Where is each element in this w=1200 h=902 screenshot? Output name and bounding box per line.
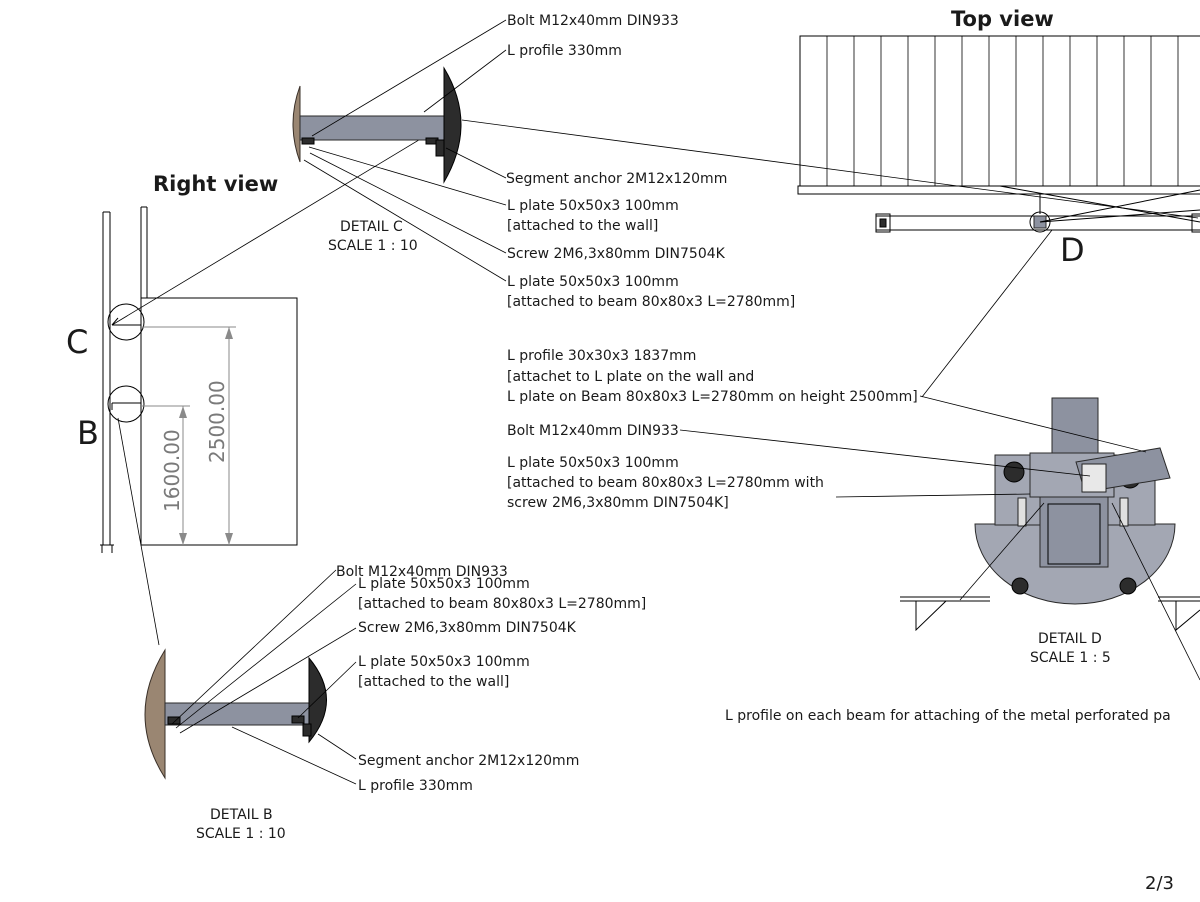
detail-b-wall-section: [144, 648, 166, 780]
detail-d-bolt-head: [1081, 463, 1107, 493]
detail-b-bolt-left: [167, 716, 181, 725]
detail-b: DETAIL B SCALE 1 : 10 Bolt M12x40mm DIN9…: [144, 564, 646, 842]
diagonal-brace-2: [1039, 209, 1200, 223]
marker-d: D: [1060, 231, 1085, 269]
detail-b-caption: DETAIL B: [210, 807, 273, 823]
detail-b-scale: SCALE 1 : 10: [196, 826, 286, 842]
dimension-2500: 2500.00: [141, 326, 236, 545]
detail-c-anchor-label: Segment anchor 2M12x120mm: [506, 171, 727, 187]
top-beam: [797, 185, 1200, 195]
detail-c-beam-plate-note: [attached to beam 80x80x3 L=2780mm]: [507, 294, 795, 310]
detail-b-bolt-label: Bolt M12x40mm DIN933: [336, 564, 508, 580]
rail-end-left: [875, 213, 891, 233]
detail-d-profile-note-2: L plate on Beam 80x80x3 L=2780mm on heig…: [507, 389, 918, 405]
detail-d-bolt-label: Bolt M12x40mm DIN933: [507, 423, 679, 439]
detail-b-wall-plate-label: L plate 50x50x3 100mm: [358, 654, 530, 670]
detail-c-beam-plate-label: L plate 50x50x3 100mm: [507, 274, 679, 290]
panel-ribs: [826, 36, 1179, 186]
detail-c-screw-label: Screw 2M6,3x80mm DIN7504K: [507, 246, 726, 262]
detail-c-caption: DETAIL C: [340, 219, 403, 235]
detail-b-leader: [117, 417, 160, 646]
diagonal-brace-1: [1039, 189, 1200, 223]
detail-b-beam: [164, 702, 310, 726]
detail-d-leaders: [679, 395, 1200, 681]
detail-d-ground: [900, 596, 1200, 632]
detail-b-anchor-section: [308, 656, 327, 744]
detail-c-bolt-left: [301, 137, 315, 145]
detail-c-circle: [107, 303, 145, 341]
marker-c: C: [66, 323, 88, 361]
detail-c-leader: [111, 119, 453, 326]
detail-c-wall-plate-note: [attached to the wall]: [507, 218, 658, 234]
detail-b-l-profile-label: L profile 330mm: [358, 778, 473, 794]
side-panel: [140, 297, 298, 546]
detail-c-beam: [299, 115, 445, 141]
diagonal-brace-3: [999, 185, 1200, 223]
detail-b-anchor-label: Segment anchor 2M12x120mm: [358, 753, 579, 769]
detail-d-plate-note-1: [attached to beam 80x80x3 L=2780mm with: [507, 475, 824, 491]
detail-d-profile-label: L profile 30x30x3 1837mm: [507, 348, 696, 364]
detail-d-caption: DETAIL D: [1038, 631, 1102, 647]
dimension-1600: 1600.00: [141, 405, 190, 545]
detail-d: DETAIL D SCALE 1 : 5 L profile 30x30x3 1…: [507, 348, 1200, 724]
top-view-title: Top view: [951, 7, 1054, 31]
detail-c-l-profile-label: L profile 330mm: [507, 43, 622, 59]
rail-bolt-left: [879, 218, 887, 228]
detail-b-beam-plate-label: L plate 50x50x3 100mm: [358, 576, 530, 592]
detail-d-profile-note-1: [attachet to L plate on the wall and: [507, 369, 754, 385]
dimension-2500-text: 2500.00: [205, 380, 229, 463]
detail-c-wall-plate-label: L plate 50x50x3 100mm: [507, 198, 679, 214]
detail-b-beam-plate-note: [attached to beam 80x80x3 L=2780mm]: [358, 596, 646, 612]
detail-d-circle: [1029, 211, 1051, 233]
page-number: 2/3: [1145, 873, 1174, 894]
detail-d-scale: SCALE 1 : 5: [1030, 650, 1111, 666]
detail-b-screw-label: Screw 2M6,3x80mm DIN7504K: [358, 620, 577, 636]
detail-b-leaders: [171, 569, 357, 785]
detail-c: DETAIL C SCALE 1 : 10 Bolt M12x40mm DIN9…: [292, 13, 795, 310]
detail-c-leaders: [303, 19, 507, 282]
detail-d-leader: [921, 229, 1053, 398]
detail-c-scale: SCALE 1 : 10: [328, 238, 418, 254]
right-view: Right view C B 2500.00: [66, 119, 453, 646]
dimension-1600-text: 1600.00: [160, 429, 184, 512]
detail-c-anchor-section: [443, 66, 462, 184]
detail-d-plate-label: L plate 50x50x3 100mm: [507, 455, 679, 471]
right-view-title: Right view: [153, 172, 278, 196]
detail-d-plate-note-2: screw 2M6,3x80mm DIN7504K]: [507, 495, 729, 511]
marker-b: B: [77, 414, 99, 452]
top-view: Top view D: [797, 7, 1200, 269]
detail-c-leader-long: [461, 119, 1199, 219]
detail-d-post: [1051, 397, 1099, 459]
perforated-panel: [799, 35, 1200, 187]
detail-c-bolt-label: Bolt M12x40mm DIN933: [507, 13, 679, 29]
detail-c-wall-section: [292, 85, 301, 163]
detail-d-hole-left: [1003, 461, 1025, 483]
detail-d-beam: [1039, 496, 1109, 568]
rail-end-right: [1191, 213, 1200, 233]
detail-b-bolt-right: [291, 715, 305, 724]
detail-b-wall-plate-note: [attached to the wall]: [358, 674, 509, 690]
detail-d-perforated-note: L profile on each beam for attaching of …: [725, 708, 1171, 724]
detail-b-circle: [107, 385, 145, 423]
